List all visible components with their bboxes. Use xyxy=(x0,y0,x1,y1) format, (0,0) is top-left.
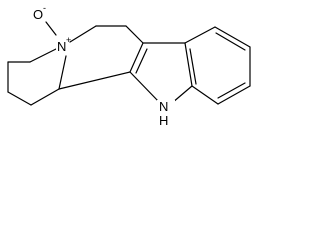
bond-c11a-c11b xyxy=(58,71,131,90)
bond-nh-c7ab xyxy=(171,85,193,104)
bond-c6b-c7b-double xyxy=(217,82,246,99)
nitrogen-charge: + xyxy=(66,35,71,45)
bond-c6b-c7b xyxy=(217,85,251,105)
oxygen-label: O xyxy=(33,7,43,22)
bond-c3a-c7ab-double xyxy=(189,48,197,85)
bond-c4b-c5b-double xyxy=(215,32,246,51)
bond-c7b-c7ab xyxy=(191,85,219,105)
indole-hydrogen-label: H xyxy=(159,113,168,128)
bond-c7a-c11a xyxy=(129,42,144,73)
structure-diagram: O - N + N H xyxy=(0,0,260,129)
bond-c3a-c4b xyxy=(184,26,216,44)
bond-c7-c7a xyxy=(125,25,144,44)
bond-c11a-nh xyxy=(129,71,161,104)
ring-nitrogen-label: N xyxy=(57,39,66,54)
bond-c2-c1 xyxy=(7,91,32,106)
indole-nitrogen-label: N xyxy=(159,99,168,114)
molecule-svg: O - N + N H xyxy=(7,3,251,128)
atom-labels: O - N + N H xyxy=(33,3,175,128)
piperidine-ring xyxy=(7,47,67,106)
bond-n-c4 xyxy=(29,47,59,63)
middle-ring xyxy=(58,25,144,90)
bond-c3a-c7ab xyxy=(184,42,193,87)
bond-c1-c11b xyxy=(30,88,60,106)
bond-c11b-n xyxy=(58,55,67,90)
bond-n-o xyxy=(45,21,57,36)
bond-c7a-c11a-double xyxy=(135,48,148,74)
bond-n-c6 xyxy=(69,25,97,43)
pyrrole-ring xyxy=(129,42,193,104)
bond-c4b-c5b xyxy=(214,26,251,48)
oxygen-charge: - xyxy=(43,3,46,13)
benzene-ring xyxy=(184,26,251,105)
